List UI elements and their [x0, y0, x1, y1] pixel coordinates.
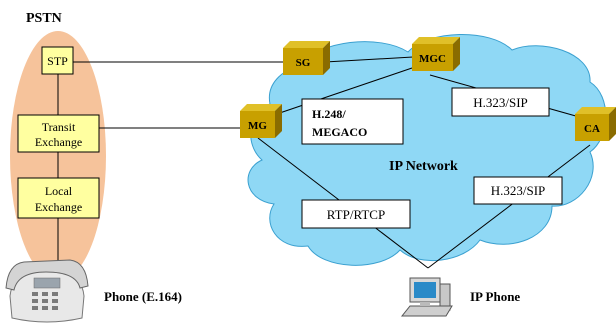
local-exchange-label-line2: Exchange [35, 200, 82, 214]
transit-exchange-label-line1: Transit [42, 120, 76, 134]
sg-gateway: SG [283, 41, 330, 75]
transit-exchange-node: Transit Exchange [17, 114, 100, 153]
transit-exchange-label-line2: Exchange [35, 135, 82, 149]
computer-icon [400, 277, 453, 317]
mg-label: MG [248, 120, 267, 132]
local-exchange-node: Local Exchange [17, 177, 100, 219]
ca-label: CA [584, 123, 600, 135]
telephone-icon [5, 259, 89, 323]
mgc-gateway: MGC [412, 37, 460, 71]
pstn-title: PSTN [26, 11, 62, 26]
h248-line1: H.248/ [312, 107, 346, 121]
h323-sip-bottom-label: H.323/SIP [473, 176, 563, 205]
h323-sip-top-text: H.323/SIP [473, 95, 528, 110]
h323-sip-top-label: H.323/SIP [451, 87, 550, 117]
stp-label: STP [47, 54, 68, 68]
mgc-label: MGC [419, 53, 446, 65]
ip-phone-label: IP Phone [470, 289, 520, 304]
h248-megaco-label: H.248/ MEGACO [301, 98, 404, 145]
rtp-rtcp-text: RTP/RTCP [327, 207, 385, 222]
sg-label: SG [296, 57, 311, 69]
rtp-rtcp-label: RTP/RTCP [301, 199, 411, 229]
mg-gateway: MG [240, 104, 282, 138]
stp-node: STP [41, 46, 74, 75]
local-exchange-label-line1: Local [45, 184, 73, 198]
phone-label: Phone (E.164) [104, 289, 182, 304]
ip-network-label: IP Network [389, 159, 458, 174]
h323-sip-bottom-text: H.323/SIP [491, 183, 546, 198]
ca-gateway: CA [575, 107, 616, 141]
h248-line2: MEGACO [312, 125, 367, 139]
